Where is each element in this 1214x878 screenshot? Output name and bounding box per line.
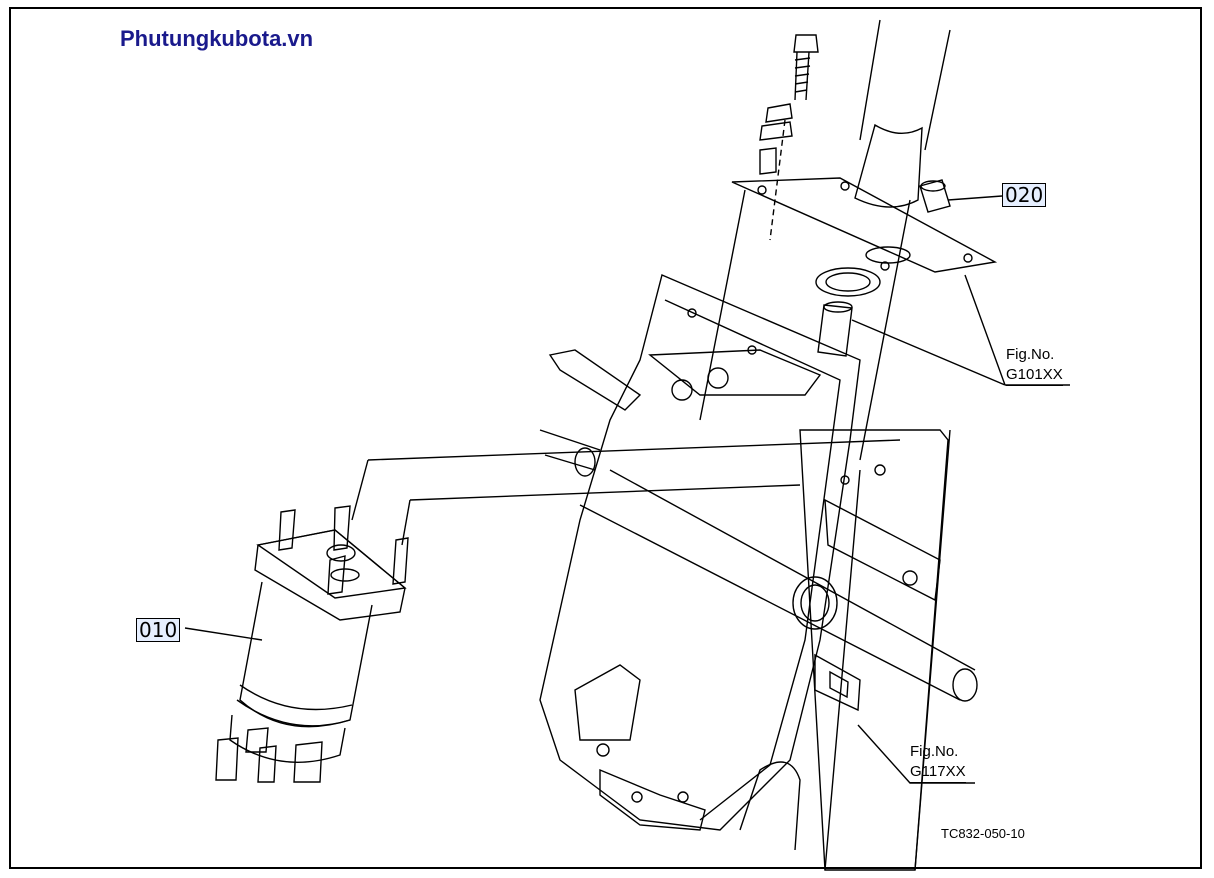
- solenoid-flange-top: [256, 529, 407, 599]
- fig-ref-prefix: Fig.No.: [910, 743, 959, 760]
- center-boss: [326, 544, 356, 562]
- leader-020: [947, 195, 1003, 201]
- stud-3: [392, 537, 409, 585]
- stud-1: [278, 509, 296, 551]
- side-plate-hole: [874, 464, 886, 476]
- bracket-inner-edge: [664, 299, 841, 821]
- shaft-stub-end: [574, 447, 596, 477]
- oil-seal-inner: [825, 272, 871, 292]
- shaft-boss: [792, 576, 838, 630]
- cushion-lower: [759, 121, 793, 141]
- bushing-top: [823, 301, 853, 313]
- stud-2: [333, 505, 351, 551]
- leader-stud-1: [367, 439, 901, 461]
- fig-ref-code: G117XX: [910, 762, 966, 783]
- solenoid-body: [239, 581, 373, 728]
- leader-g117: [857, 724, 975, 784]
- solenoid-flange: [254, 529, 406, 621]
- nut-face: [920, 180, 946, 192]
- plate-hole: [757, 185, 767, 195]
- cross-shaft: [579, 469, 976, 701]
- column-lines: [699, 189, 951, 871]
- foot-hole: [631, 791, 643, 803]
- flange-bore: [330, 568, 360, 582]
- shaft-stub: [539, 429, 601, 471]
- stopper-block: [814, 653, 861, 712]
- bolt-head: [793, 34, 819, 53]
- drawing-code: TC832-050-10: [941, 826, 1025, 841]
- loop-hole: [596, 743, 610, 757]
- column-collar: [854, 123, 923, 208]
- fig-ref-code: G101XX: [1006, 365, 1063, 386]
- nut-b: [707, 367, 729, 389]
- solenoid-band: [236, 684, 353, 727]
- lower-foot: [599, 768, 706, 831]
- terminal-2: [257, 745, 277, 783]
- part-label-010[interactable]: 010: [136, 618, 181, 642]
- foot-hole: [677, 791, 689, 803]
- part-label-020[interactable]: 020: [1002, 183, 1047, 207]
- leader-010: [184, 627, 263, 641]
- leader-stud-1-down: [351, 459, 369, 521]
- terminal-3: [293, 741, 323, 783]
- site-watermark: Phutungkubota.vn: [120, 26, 314, 51]
- leader-stud-2: [409, 484, 801, 501]
- fig-ref-g101[interactable]: Fig.No. G101XX: [1006, 345, 1063, 386]
- pedal-plate-hole: [902, 570, 918, 586]
- lower-loop-left: [574, 664, 641, 741]
- plate-hole: [963, 253, 973, 263]
- lower-arch: [739, 761, 801, 851]
- bracket-upper-tab: [648, 349, 822, 396]
- drawing-frame: [9, 7, 1202, 869]
- shaft-boss-inner: [800, 584, 830, 622]
- oil-seal: [815, 267, 881, 297]
- fig-ref-prefix: Fig.No.: [1006, 346, 1055, 363]
- shaft-end: [952, 668, 978, 702]
- bushing: [817, 304, 853, 357]
- pedal-plate: [824, 498, 941, 602]
- terminal-4: [245, 727, 269, 753]
- pedal-arm: [548, 349, 642, 411]
- leader-stud-2-down: [401, 499, 411, 546]
- terminal-1: [215, 737, 239, 781]
- side-plate: [799, 429, 949, 871]
- stud-4: [327, 555, 346, 595]
- cushion-upper: [765, 103, 793, 123]
- plate-hole: [840, 181, 850, 191]
- plate-hole: [880, 261, 890, 271]
- bracket-hole: [687, 308, 697, 318]
- fig-ref-g117[interactable]: Fig.No. G117XX: [910, 742, 966, 783]
- flange-nut: [919, 179, 951, 213]
- bolt-thread: [794, 57, 811, 93]
- main-bracket: [539, 274, 861, 831]
- collar-sleeve: [759, 147, 777, 175]
- side-plate-hole: [840, 475, 850, 485]
- bracket-hole: [747, 345, 757, 355]
- steering-column-tube: [859, 19, 951, 151]
- dash-axis: [769, 119, 786, 241]
- plate-center-hole: [865, 246, 911, 264]
- solenoid-base: [229, 714, 346, 763]
- nut-a: [671, 379, 693, 401]
- top-plate: [731, 177, 998, 273]
